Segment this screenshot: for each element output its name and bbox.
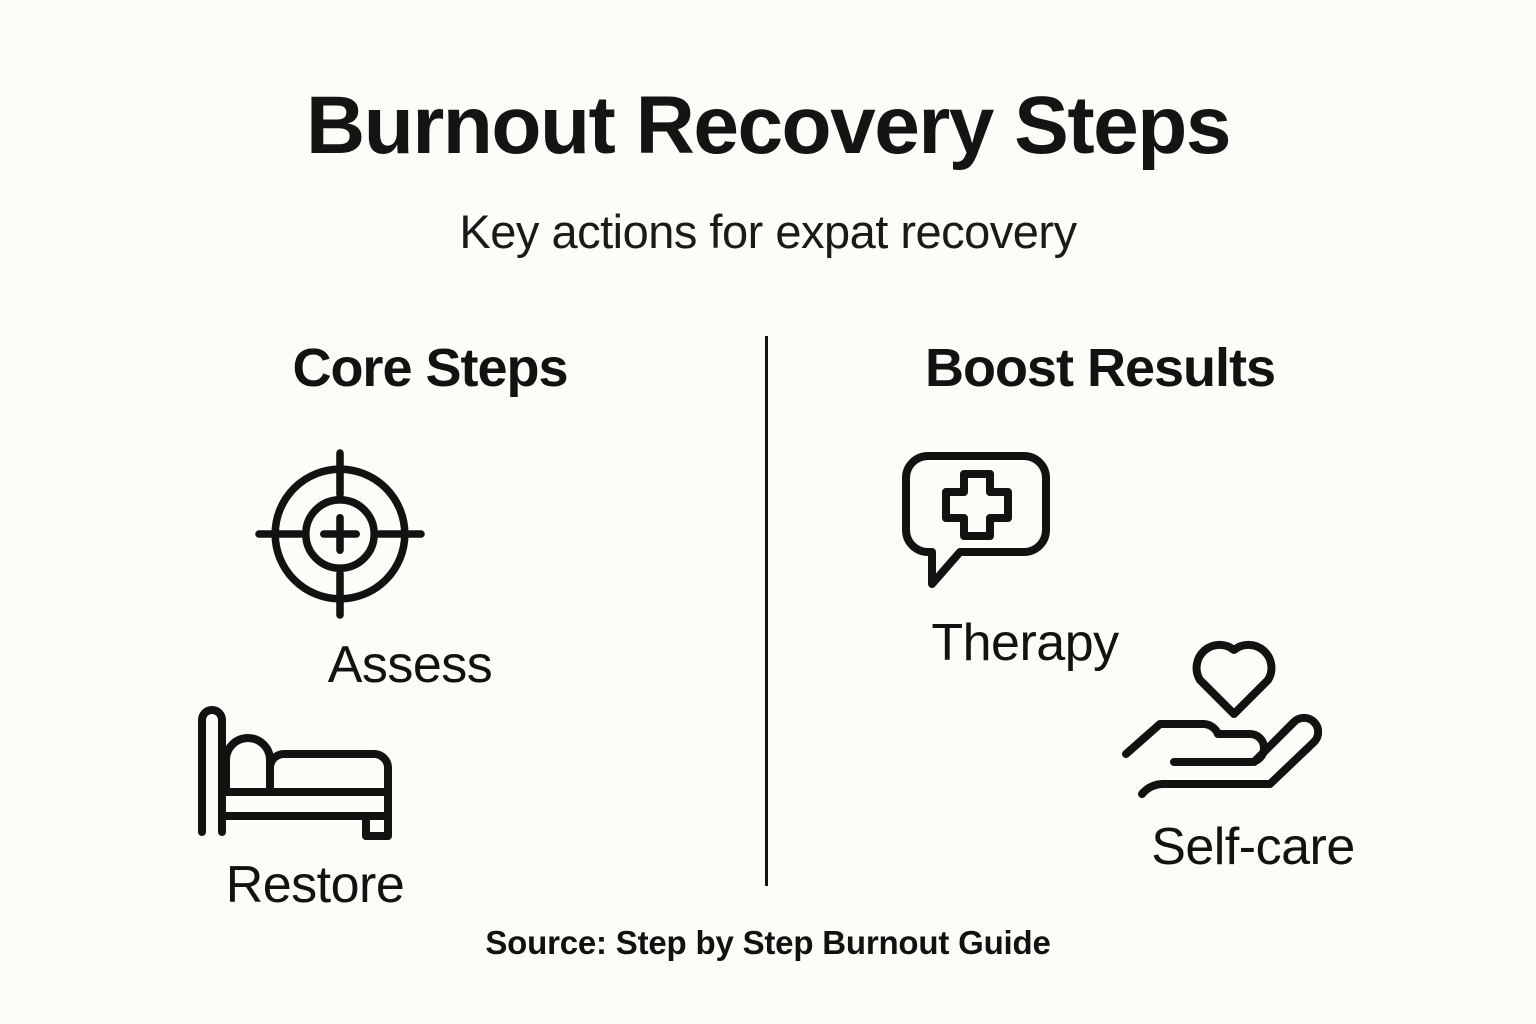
- list-item-self-care: Self-care: [1118, 628, 1388, 878]
- list-item-label-self-care: Self-care: [1151, 818, 1355, 876]
- list-item-label-restore: Restore: [225, 856, 405, 914]
- bed-icon: [190, 700, 440, 840]
- column-heading-core-steps: Core Steps: [292, 338, 568, 398]
- list-item-therapy: Therapy: [900, 440, 1150, 674]
- page-title: Burnout Recovery Steps: [306, 80, 1231, 171]
- list-item-label-therapy: Therapy: [931, 614, 1119, 672]
- target-crosshair-icon: [250, 444, 570, 624]
- column-divider: [765, 336, 768, 886]
- speech-bubble-medical-cross-icon: [900, 440, 1150, 600]
- page-subtitle: Key actions for expat recovery: [459, 205, 1077, 258]
- source-caption: Source: Step by Step Burnout Guide: [485, 924, 1051, 961]
- column-heading-boost-results: Boost Results: [924, 338, 1276, 398]
- heart-in-hand-icon: [1118, 628, 1388, 808]
- list-item-assess: Assess: [250, 444, 570, 696]
- list-item-label-assess: Assess: [327, 636, 493, 694]
- list-item-restore: Restore: [190, 700, 440, 916]
